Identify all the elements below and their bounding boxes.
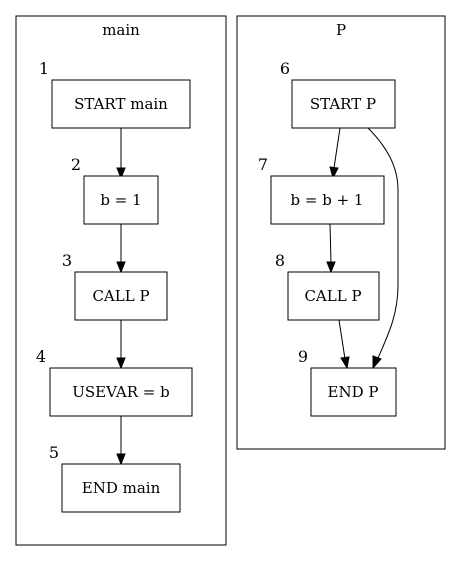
node-1-box (51, 79, 191, 129)
cluster-main-border (15, 15, 227, 546)
edges-p (326, 127, 399, 370)
node-6-label: START P (310, 95, 376, 113)
node-9-number: 9 (298, 347, 308, 366)
edge-6-to-9 (367, 127, 399, 370)
node-3-box (74, 271, 168, 321)
node-3-label: CALL P (92, 287, 149, 305)
cluster-p: P (236, 15, 446, 450)
node-7-number: 7 (258, 155, 268, 174)
edge-2-to-3 (116, 224, 126, 274)
node-5: END main 5 (49, 443, 181, 513)
node-9-label: END P (328, 383, 379, 401)
node-9: END P 9 (298, 347, 397, 417)
edge-6-to-7 (329, 127, 341, 180)
edge-3-to-4 (116, 320, 126, 370)
node-2-box (83, 175, 159, 225)
node-7-box (270, 175, 385, 225)
node-1-number: 1 (39, 59, 49, 78)
cluster-main: main (15, 15, 227, 546)
node-4: USEVAR = b 4 (36, 347, 193, 417)
node-2-number: 2 (71, 155, 81, 174)
node-4-box (49, 367, 193, 417)
node-5-box (61, 463, 181, 513)
node-5-number: 5 (49, 443, 59, 462)
cluster-main-title: main (102, 21, 140, 39)
edge-1-to-2 (116, 128, 126, 180)
node-6-number: 6 (280, 59, 290, 78)
node-8-box (287, 271, 380, 321)
cluster-p-title: P (336, 21, 346, 39)
edge-4-to-5 (116, 416, 126, 466)
node-2: b = 1 2 (71, 155, 159, 225)
edges-main (116, 128, 126, 466)
node-3-number: 3 (62, 251, 72, 270)
node-4-number: 4 (36, 347, 46, 366)
node-1-label: START main (74, 95, 168, 113)
edge-7-to-8 (326, 223, 336, 274)
node-4-label: USEVAR = b (72, 383, 170, 401)
node-6-box (291, 79, 396, 129)
node-9-box (310, 367, 397, 417)
node-1: START main 1 (39, 59, 191, 129)
edge-8-to-9 (338, 319, 350, 370)
node-3: CALL P 3 (62, 251, 168, 321)
cluster-p-border (236, 15, 446, 450)
node-7: b = b + 1 7 (258, 155, 385, 225)
node-2-label: b = 1 (100, 191, 141, 209)
node-8: CALL P 8 (275, 251, 380, 321)
node-6: START P 6 (280, 59, 396, 129)
node-8-label: CALL P (304, 287, 361, 305)
node-5-label: END main (82, 479, 161, 497)
node-7-label: b = b + 1 (291, 191, 364, 209)
node-8-number: 8 (275, 251, 285, 270)
